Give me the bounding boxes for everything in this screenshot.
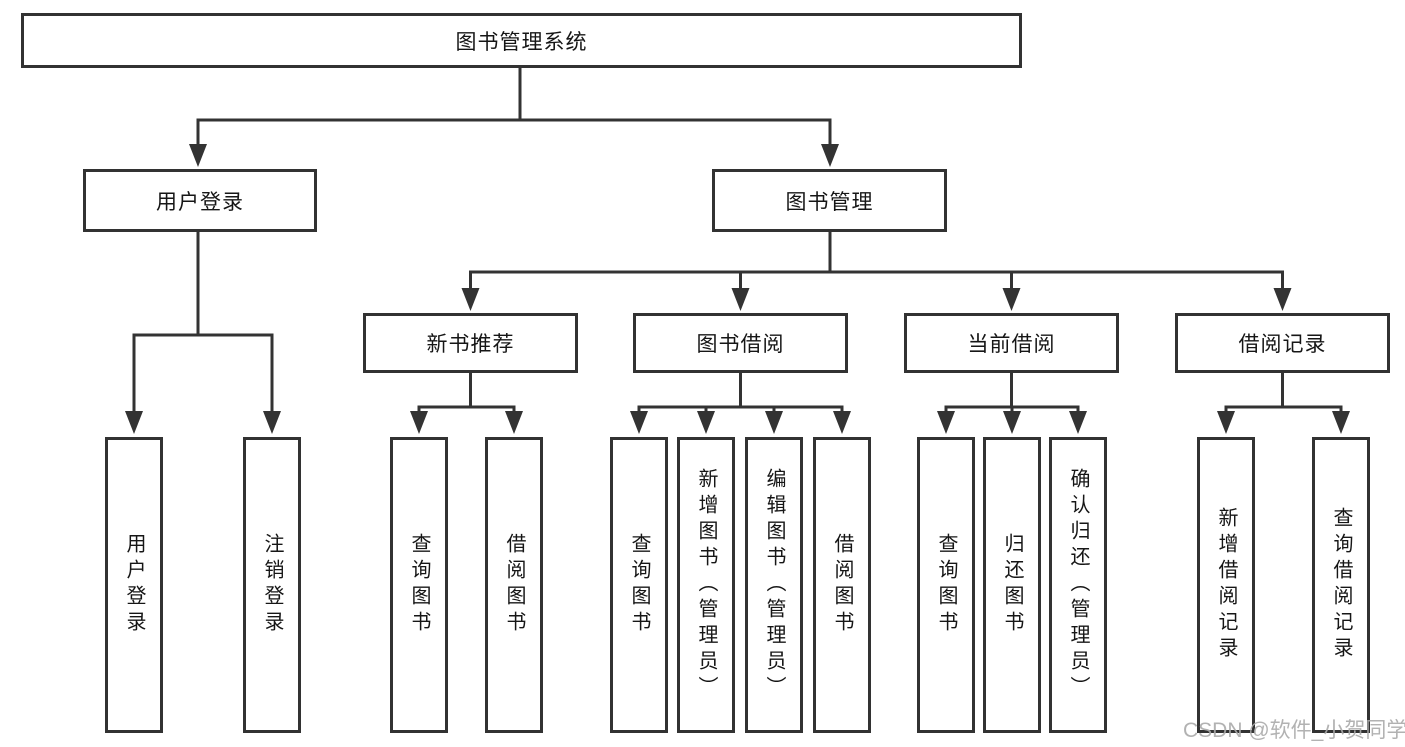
node-library-management-system: 图书管理系统: [21, 13, 1022, 68]
node-label: 借阅记录: [1238, 333, 1327, 356]
leaf-add-borrow-record: 新增借阅记录: [1197, 437, 1255, 733]
node-label: 查询图书: [935, 533, 957, 637]
leaf-confirm-return-admin: 确认归还（管理员）: [1049, 437, 1107, 733]
node-label: 图书管理: [785, 190, 874, 214]
leaf-edit-book-admin: 编辑图书（管理员）: [745, 437, 803, 733]
node-label: 编辑图书（管理员）: [763, 468, 785, 702]
watermark-text: CSDN @软件_小贺同学: [1183, 719, 1405, 742]
leaf-return-book: 归还图书: [983, 437, 1041, 733]
leaf-add-book-admin: 新增图书（管理员）: [677, 437, 735, 733]
node-label: 查询借阅记录: [1330, 507, 1352, 663]
node-label: 新书推荐: [426, 333, 515, 356]
leaf-query-books-recommend: 查询图书: [390, 437, 448, 733]
leaf-query-books-current: 查询图书: [917, 437, 975, 733]
node-new-book-recommendation: 新书推荐: [363, 313, 578, 373]
node-label: 借阅图书: [503, 533, 525, 637]
node-label: 用户登录: [123, 533, 145, 637]
leaf-query-borrow-record: 查询借阅记录: [1312, 437, 1370, 733]
leaf-borrow-books-borrowing: 借阅图书: [813, 437, 871, 733]
node-label: 图书管理系统: [455, 30, 588, 54]
node-label: 归还图书: [1001, 533, 1023, 637]
node-label: 借阅图书: [831, 533, 853, 637]
node-label: 图书借阅: [696, 333, 785, 356]
node-label: 新增图书（管理员）: [695, 468, 717, 702]
leaf-borrow-books-recommend: 借阅图书: [485, 437, 543, 733]
node-book-borrowing: 图书借阅: [633, 313, 848, 373]
leaf-query-books-borrowing: 查询图书: [610, 437, 668, 733]
node-label: 新增借阅记录: [1215, 507, 1237, 663]
node-label: 用户登录: [156, 190, 244, 214]
node-borrowing-records: 借阅记录: [1175, 313, 1390, 373]
node-label: 查询图书: [628, 533, 650, 637]
node-label: 确认归还（管理员）: [1067, 468, 1089, 702]
node-current-borrowing: 当前借阅: [904, 313, 1119, 373]
node-label: 查询图书: [408, 533, 430, 637]
leaf-logout: 注销登录: [243, 437, 301, 733]
node-user-login: 用户登录: [83, 169, 317, 232]
node-label: 当前借阅: [967, 333, 1056, 356]
leaf-user-login: 用户登录: [105, 437, 163, 733]
node-book-management: 图书管理: [712, 169, 947, 232]
node-label: 注销登录: [261, 533, 283, 637]
